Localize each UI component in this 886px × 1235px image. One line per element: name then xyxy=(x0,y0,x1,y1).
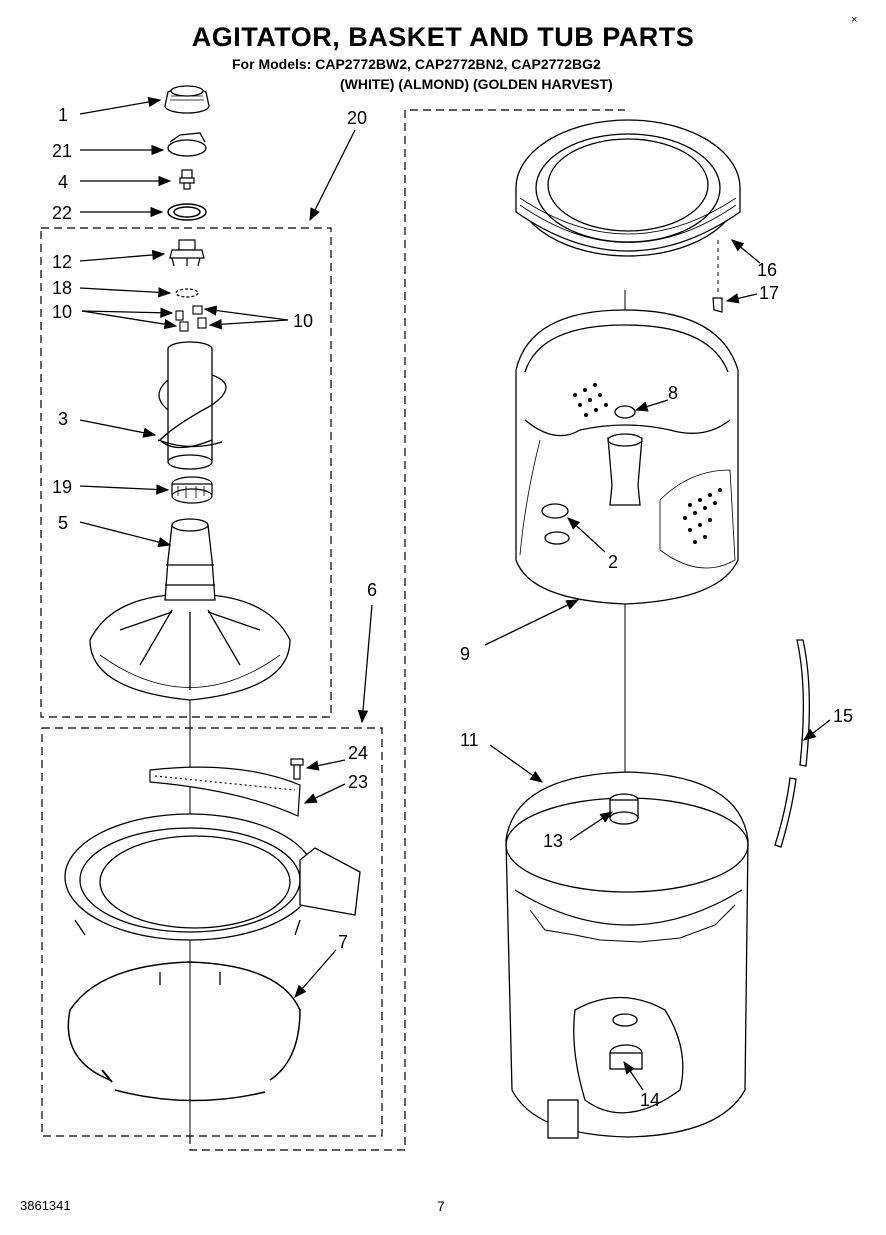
one-way-clutch-part xyxy=(171,476,213,504)
callout-18: 18 xyxy=(52,278,72,298)
document-code: 3861341 xyxy=(20,1198,71,1213)
screw-part xyxy=(290,758,304,780)
page-number: 7 xyxy=(437,1198,445,1214)
callout-19: 19 xyxy=(52,477,72,497)
callout-10-right: 10 xyxy=(293,311,313,331)
o-ring-part xyxy=(167,203,207,221)
callout-20: 20 xyxy=(347,108,367,128)
callout-12: 12 xyxy=(52,252,72,272)
bolt-part xyxy=(179,169,195,190)
callout-14: 14 xyxy=(640,1090,660,1110)
callout-10-left: 10 xyxy=(52,302,72,322)
callout-6: 6 xyxy=(367,580,377,600)
agitator-base-part xyxy=(89,518,291,701)
tub-ring-seal-part xyxy=(67,961,301,1102)
callout-22: 22 xyxy=(52,203,72,223)
callout-24: 24 xyxy=(348,743,368,763)
hose-part xyxy=(774,639,811,848)
agitator-barrel-part xyxy=(157,341,227,470)
callout-23: 23 xyxy=(348,772,368,792)
tub-ring-part xyxy=(64,813,361,985)
basket-holes-pattern xyxy=(573,383,722,544)
callout-15: 15 xyxy=(833,706,853,726)
cover-clip-part xyxy=(712,297,723,313)
wash-basket-part xyxy=(515,309,739,605)
balance-ring-strap-part xyxy=(149,766,301,817)
outer-tub-part xyxy=(505,771,749,1139)
callout-3: 3 xyxy=(58,409,68,429)
colors-line: (WHITE) (ALMOND) (GOLDEN HARVEST) xyxy=(340,76,613,92)
callout-1: 1 xyxy=(58,105,68,125)
callout-13: 13 xyxy=(543,831,563,851)
callout-5: 5 xyxy=(58,513,68,533)
tub-seal-part xyxy=(609,793,639,825)
cam-part xyxy=(169,239,205,267)
corner-mark: × xyxy=(851,14,858,26)
tub-cover-part xyxy=(515,119,741,257)
models-line: For Models: CAP2772BW2, CAP2772BN2, CAP2… xyxy=(232,56,601,72)
callout-21: 21 xyxy=(52,141,72,161)
agitator-assembly-box xyxy=(40,227,332,718)
leader-lines xyxy=(79,96,831,1091)
callout-2: 2 xyxy=(608,552,618,572)
callout-17: 17 xyxy=(759,283,779,303)
tub-ring-assembly-box xyxy=(41,727,383,1137)
callout-7: 7 xyxy=(338,932,348,952)
retainer-ring-part xyxy=(175,288,199,298)
cap-insert-part xyxy=(167,132,207,157)
callout-8: 8 xyxy=(668,383,678,403)
callout-11: 11 xyxy=(460,730,479,750)
callout-4: 4 xyxy=(58,172,68,192)
agitator-dogs-part xyxy=(175,305,207,332)
callout-16: 16 xyxy=(757,260,777,280)
agitator-cap-part xyxy=(164,85,210,114)
callout-9: 9 xyxy=(460,644,470,664)
assembly-connector-line xyxy=(189,109,625,1151)
page-title: AGITATOR, BASKET AND TUB PARTS xyxy=(191,22,695,52)
